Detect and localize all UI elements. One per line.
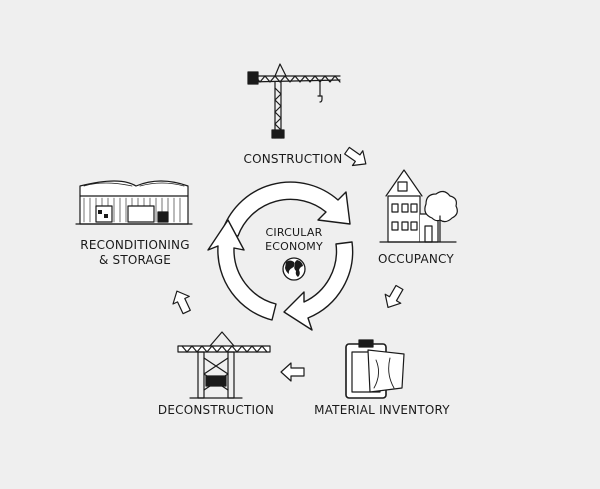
label-deconstruction: DECONSTRUCTION — [157, 403, 275, 417]
tower-crane-icon — [247, 63, 341, 139]
arrow-occupancy-to-inventory — [384, 284, 404, 308]
warehouse-icon — [75, 180, 193, 225]
gantry-crane-icon — [177, 331, 271, 399]
clipboard-inventory-icon — [345, 339, 405, 399]
label-construction: CONSTRUCTION — [243, 152, 343, 166]
globe-icon — [282, 257, 306, 281]
arrow-deconstruction-to-reconditioning — [172, 290, 191, 315]
arrow-inventory-to-deconstruction — [280, 362, 305, 382]
label-storage: & STORAGE — [98, 253, 172, 267]
label-occupancy: OCCUPANCY — [378, 252, 454, 266]
center-title-line2: ECONOMY — [265, 240, 323, 253]
label-material-inventory: MATERIAL INVENTORY — [314, 403, 450, 417]
arrow-construction-to-occupancy — [344, 146, 367, 167]
house-with-tree-icon — [379, 169, 458, 243]
label-reconditioning: RECONDITIONING — [80, 238, 190, 252]
cycle-arrows — [207, 181, 354, 331]
center-title-line1: CIRCULAR — [265, 226, 323, 239]
stage-arrows — [172, 146, 404, 382]
